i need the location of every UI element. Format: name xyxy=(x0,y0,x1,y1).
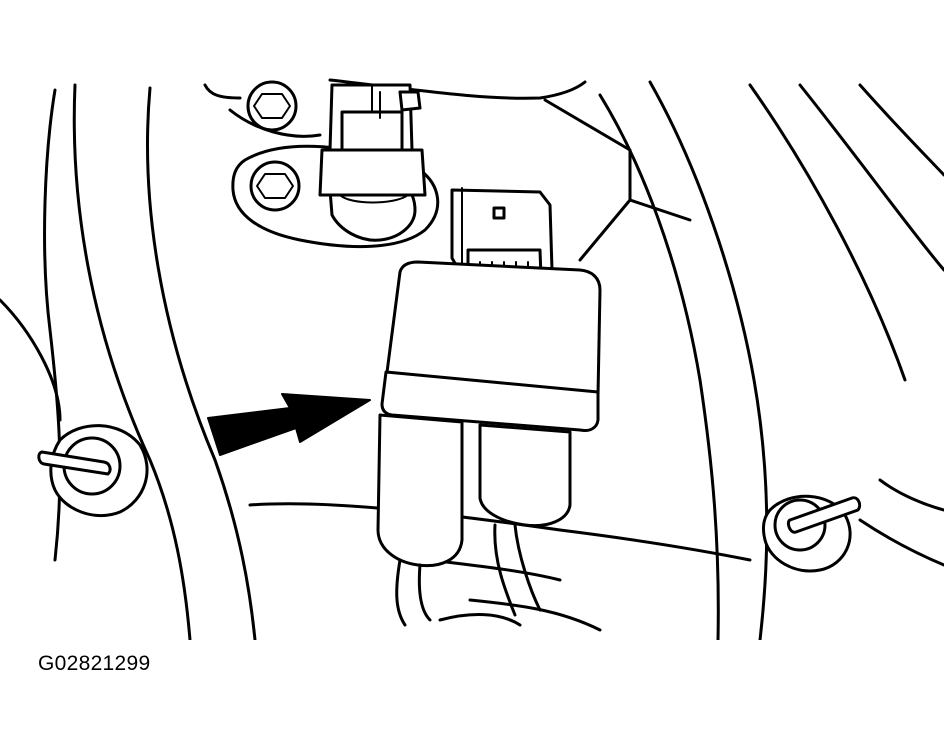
bolt-icon xyxy=(246,80,298,132)
wiring-harness xyxy=(395,523,542,627)
module-sleeves xyxy=(376,413,572,568)
arrow-icon xyxy=(207,393,371,456)
left-stud xyxy=(37,424,149,517)
connector-icon xyxy=(318,83,427,204)
right-stud xyxy=(761,494,862,573)
figure-id-label: G02821299 xyxy=(38,652,151,675)
module-box xyxy=(380,260,602,432)
